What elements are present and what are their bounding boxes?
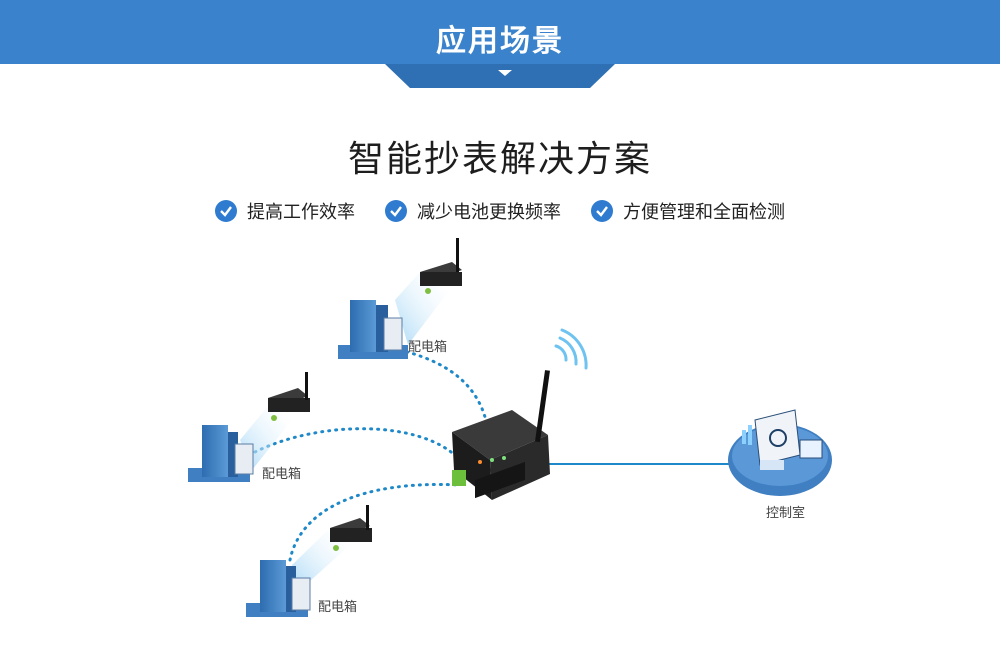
building-icon xyxy=(188,425,254,482)
feature-item: 提高工作效率 xyxy=(215,198,355,224)
site-3 xyxy=(246,505,372,617)
check-icon xyxy=(215,200,237,222)
cabinet-label: 配电箱 xyxy=(408,340,448,355)
check-icon xyxy=(385,200,407,222)
feature-list: 提高工作效率 减少电池更换频率 方便管理和全面检测 xyxy=(0,198,1000,224)
building-icon xyxy=(246,560,311,617)
wireless-link xyxy=(398,348,490,432)
radio-module-icon xyxy=(330,505,372,551)
feature-label: 提高工作效率 xyxy=(247,202,355,223)
gateway-icon xyxy=(452,370,550,500)
page-title: 应用场景 xyxy=(436,24,564,59)
feature-item: 减少电池更换频率 xyxy=(385,198,561,224)
check-icon xyxy=(591,200,613,222)
cabinet-label: 配电箱 xyxy=(318,600,358,615)
control-room-label: 控制室 xyxy=(766,506,806,521)
feature-label: 减少电池更换频率 xyxy=(417,202,561,223)
control-room-icon xyxy=(728,409,832,496)
radio-module-icon xyxy=(268,372,310,421)
site-1 xyxy=(338,238,462,359)
radio-module-icon xyxy=(420,238,462,294)
header-banner xyxy=(0,0,1000,64)
building-icon xyxy=(338,300,408,359)
wireless-link xyxy=(253,427,460,460)
feature-label: 方便管理和全面检测 xyxy=(623,202,785,223)
solution-title: 智能抄表解决方案 xyxy=(347,139,652,180)
site-2 xyxy=(188,372,310,482)
cabinet-label: 配电箱 xyxy=(262,467,302,482)
header-tab xyxy=(385,64,615,88)
chevron-down-icon xyxy=(498,70,512,76)
feature-item: 方便管理和全面检测 xyxy=(591,198,785,224)
wireless-link xyxy=(288,482,462,562)
wifi-signal-icon xyxy=(554,328,588,370)
